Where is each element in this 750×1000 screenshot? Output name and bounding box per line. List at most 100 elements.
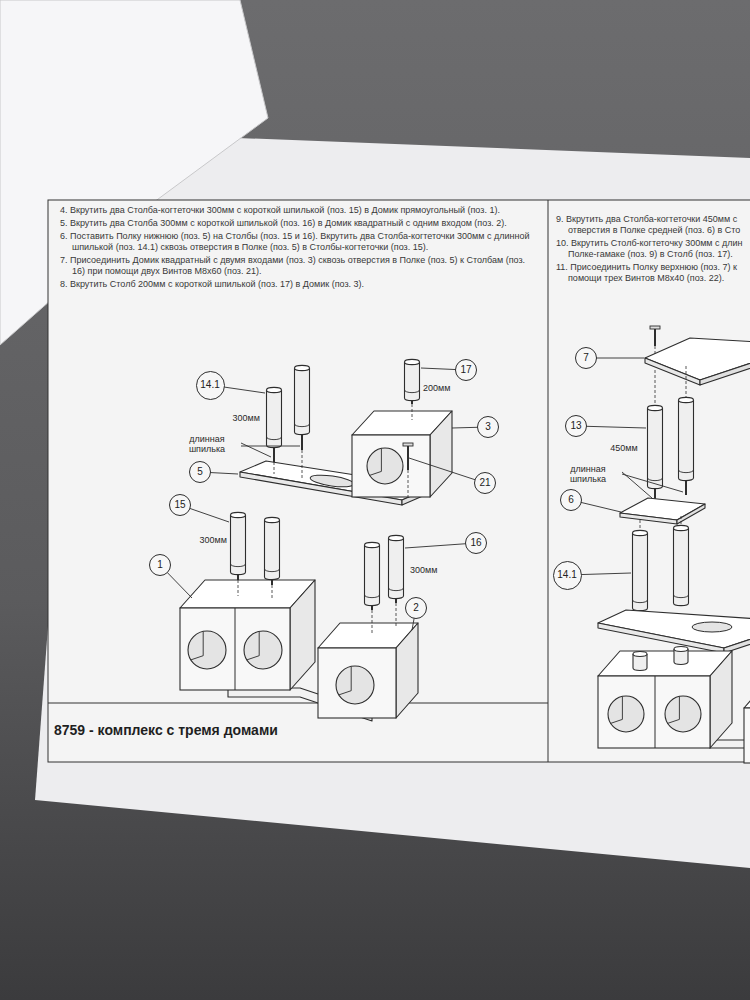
post-collar: [389, 588, 404, 591]
assembly-axis: [655, 370, 656, 408]
assembly-axis: [408, 470, 409, 498]
post-top: [405, 359, 420, 364]
post-top: [267, 387, 282, 392]
post-collar: [265, 569, 280, 572]
callout-number: 5: [189, 461, 211, 483]
assembly-axis: [302, 450, 303, 478]
post-top: [389, 535, 404, 540]
assembly-step: 9. Вкрутить два Столба-когтеточки 450мм …: [556, 214, 744, 236]
callout-text: 7: [583, 353, 589, 363]
instruction-column: 4. Вкрутить два Столба-когтеточки 300мм …: [60, 205, 540, 292]
assembly-step: 10. Вкрутить Столб-когтеточку 300мм с дл…: [556, 238, 744, 260]
post-collar: [679, 470, 694, 473]
house-side: [396, 623, 418, 718]
assembly-axis: [372, 610, 373, 633]
screw-shank: [407, 446, 409, 470]
post-body: [674, 528, 689, 606]
post-top: [674, 525, 689, 530]
assembly-axis: [412, 404, 413, 420]
callout-number: 6: [560, 489, 582, 511]
post-top: [365, 542, 380, 547]
dimension-label: 450мм: [610, 443, 637, 453]
house-entrance: [665, 696, 701, 732]
shelf-edge: [620, 513, 677, 524]
page-frame: [48, 200, 750, 762]
callout-number: 7: [575, 347, 597, 369]
callout-number: 2: [405, 597, 427, 619]
callout-text: 17: [460, 365, 471, 375]
house-front: [598, 676, 710, 748]
assembly-axis: [274, 462, 275, 474]
post-collar: [295, 424, 310, 427]
post-body: [365, 545, 380, 606]
dimension-label: 300мм: [410, 565, 437, 575]
callout-number: 1: [149, 554, 171, 576]
shelf-edge: [645, 358, 700, 385]
assembly-axis: [272, 585, 273, 598]
house-front: [352, 435, 430, 497]
house-edge: [655, 676, 656, 748]
post-body: [633, 533, 648, 611]
house-side: [710, 651, 732, 748]
callout-number: 17: [455, 359, 477, 381]
assembly-axis: [396, 603, 397, 628]
leader-line: [241, 446, 300, 447]
house-front: [318, 648, 396, 718]
house-entrance: [336, 666, 374, 704]
post-body: [389, 538, 404, 599]
post-collar: [267, 437, 282, 440]
post-top: [633, 652, 647, 657]
diagram-caption: 8759 - комплекс с тремя домами: [54, 722, 278, 738]
shelf-opening: [692, 622, 732, 632]
callout-text: 5: [197, 467, 203, 477]
callout-text: 15: [174, 500, 185, 510]
assembly-step: 7. Присоединить Домик квадратный с двумя…: [60, 255, 540, 277]
entrance-depth: [247, 632, 259, 660]
callout-text: 1: [157, 560, 163, 570]
leader-line: [241, 443, 271, 457]
screw-head: [403, 443, 413, 446]
house-entrance: [188, 631, 226, 669]
assembly-step: 4. Вкрутить два Столба-когтеточки 300мм …: [60, 205, 540, 216]
post-top: [679, 397, 694, 402]
dimension-label: 300мм: [233, 413, 260, 423]
part-note: длинная шпилька: [557, 464, 619, 485]
post-top: [295, 365, 310, 370]
instruction-column: 9. Вкрутить два Столба-когтеточки 450мм …: [556, 214, 744, 286]
house-entrance: [608, 696, 644, 732]
shelf-opening: [310, 473, 355, 489]
post-top: [648, 405, 663, 410]
screw-head: [650, 326, 660, 329]
callout-text: 14.1: [557, 570, 576, 580]
leader-lines: [160, 358, 683, 630]
post-body: [231, 515, 246, 575]
post-body: [265, 520, 280, 580]
post-body: [405, 362, 420, 401]
house-edge: [235, 608, 236, 690]
callout-number: 15: [169, 494, 191, 516]
post-body: [648, 408, 663, 489]
dimension-label: 300мм: [200, 535, 227, 545]
entrance-depth: [668, 697, 680, 724]
right-illustration: [598, 326, 750, 763]
column-divider: [548, 200, 549, 762]
post-collar: [405, 390, 420, 393]
post-collar: [674, 595, 689, 598]
post-body: [295, 368, 310, 435]
entrance-depth: [370, 449, 382, 476]
assembly-step: 8. Вкрутить Столб 200мм с короткой шпиль…: [60, 279, 540, 290]
callout-text: 3: [485, 422, 491, 432]
post-collar: [231, 564, 246, 567]
entrance-depth: [611, 697, 623, 724]
post-collar: [365, 595, 380, 598]
footer-rule: [48, 703, 548, 704]
post-body: [679, 400, 694, 481]
callout-text: 13: [570, 421, 581, 431]
callout-text: 6: [568, 495, 574, 505]
assembly-step: 11. Присоединить Полку верхнюю (поз. 7) …: [556, 262, 744, 284]
assembly-axis: [238, 580, 239, 596]
dimension-label: 200мм: [423, 383, 450, 393]
